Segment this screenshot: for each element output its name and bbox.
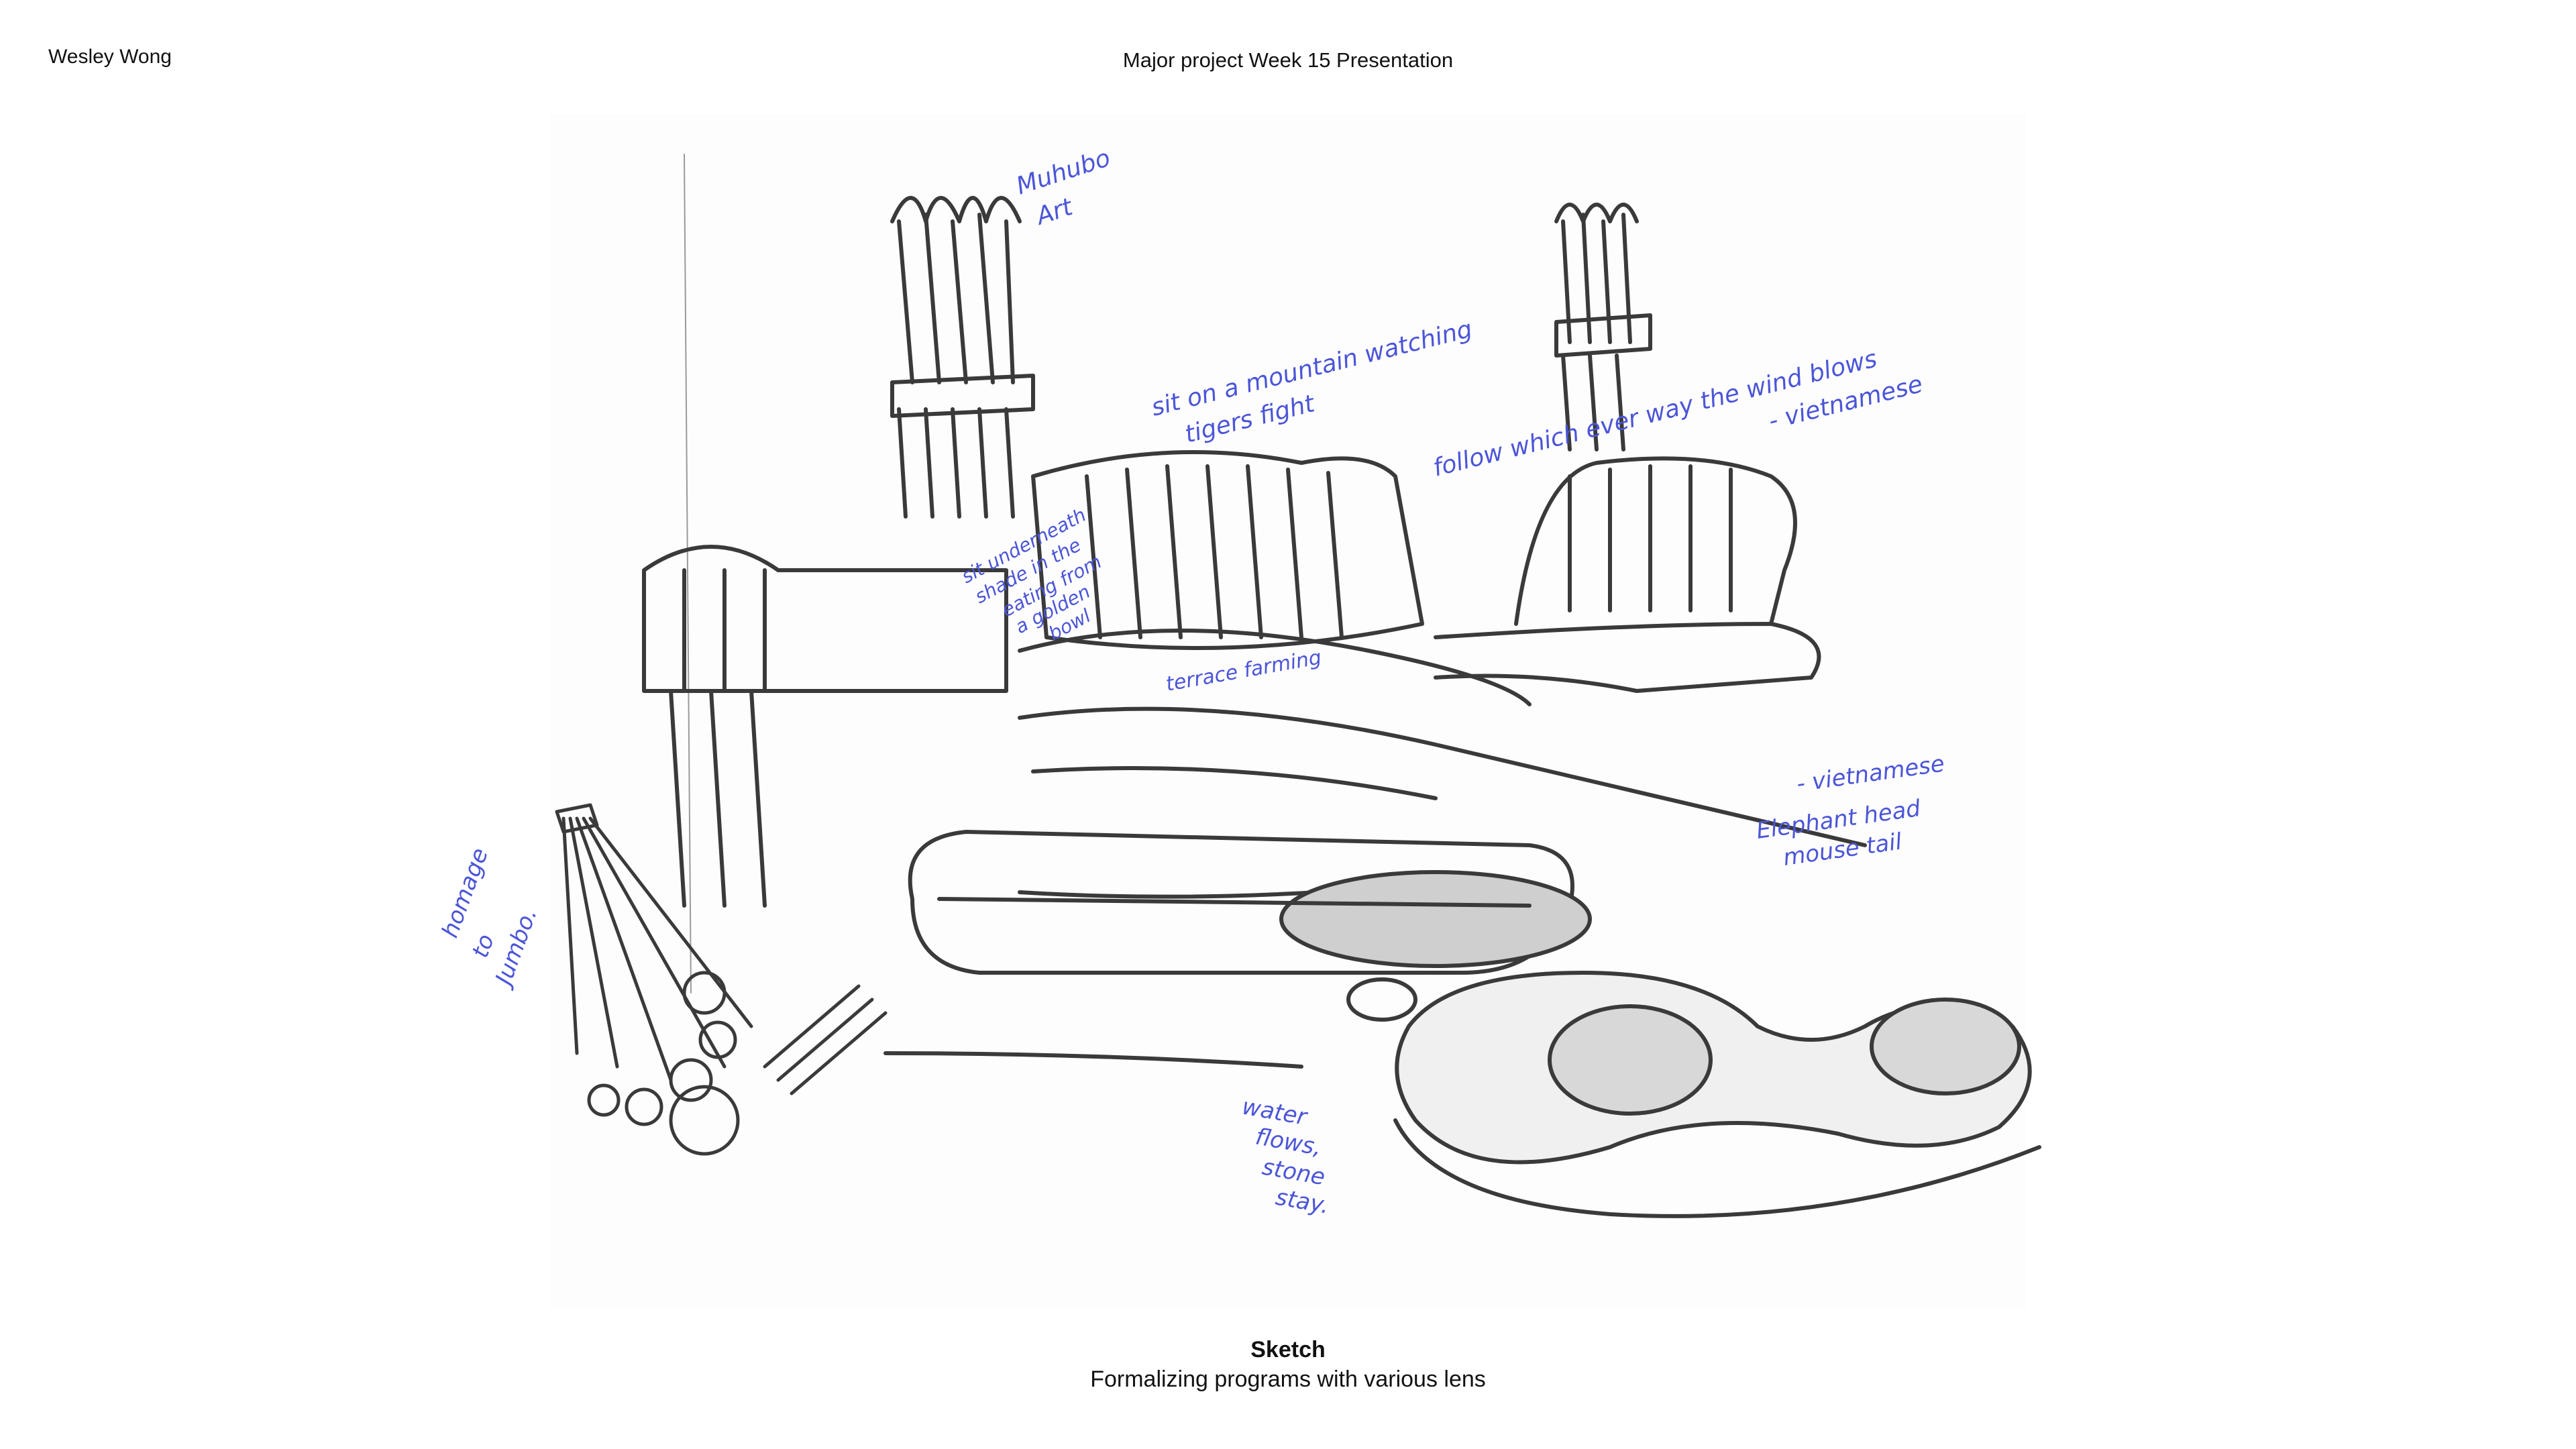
left-tower	[890, 196, 1035, 519]
right-wing	[1434, 456, 1821, 693]
note-jumbo-line3: Jumbo.	[489, 905, 543, 992]
right-tower	[1554, 203, 1652, 451]
caption: Sketch Formalizing programs with various…	[0, 1335, 2576, 1394]
ramp-lines	[763, 984, 888, 1095]
jumbo-fan	[555, 803, 753, 1156]
sketch-svg: Muhubo Art sit on a mountain watching ti…	[437, 114, 2041, 1308]
presentation-title: Major project Week 15 Presentation	[1122, 48, 1454, 72]
caption-subtitle: Formalizing programs with various lens	[1090, 1366, 1486, 1392]
pool-shape	[1346, 971, 2041, 1218]
sketch-drawing: Muhubo Art sit on a mountain watching ti…	[429, 101, 2093, 1308]
left-edge-line	[684, 154, 692, 994]
central-structure	[1018, 450, 1867, 899]
note-jumbo-line2: to	[467, 930, 500, 961]
lower-platform	[908, 830, 1592, 975]
ground-line	[883, 1051, 1303, 1069]
caption-title: Sketch	[1250, 1337, 1326, 1362]
author-name: Wesley Wong	[48, 46, 172, 68]
note-jumbo-line1: homage	[437, 845, 494, 941]
left-beam	[642, 545, 1008, 908]
